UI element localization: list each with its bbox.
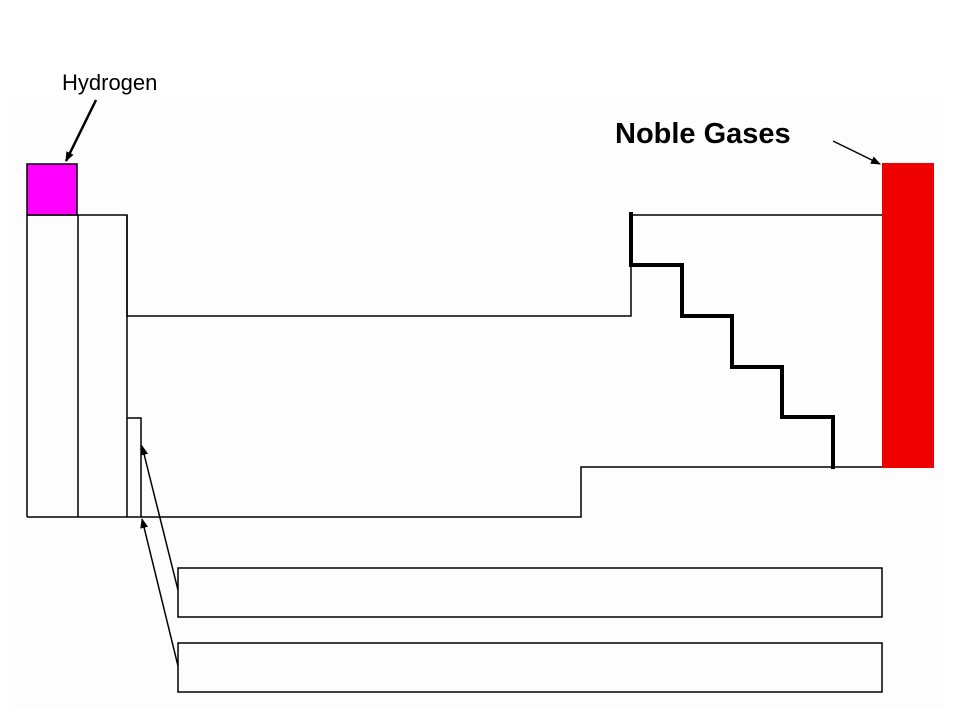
hydrogen-label: Hydrogen: [62, 70, 158, 95]
lanthanide-actinide-slot: [127, 417, 142, 517]
hydrogen-arrow: [64, 99, 98, 162]
actinide-arrow: [140, 518, 179, 667]
hydrogen-cell: [26, 163, 78, 216]
noble-gases-arrow: [832, 140, 881, 165]
noble-gases-column: [882, 163, 934, 468]
lanthanide-row: [177, 567, 883, 618]
lanthanide-arrow: [140, 445, 179, 591]
noble-gases-label: Noble Gases: [615, 118, 791, 150]
transition-metals-bottom-outline: [27, 466, 882, 518]
main-block-outline: [27, 214, 882, 317]
metalloid-staircase-line: [629, 212, 835, 469]
actinide-row: [177, 642, 883, 693]
